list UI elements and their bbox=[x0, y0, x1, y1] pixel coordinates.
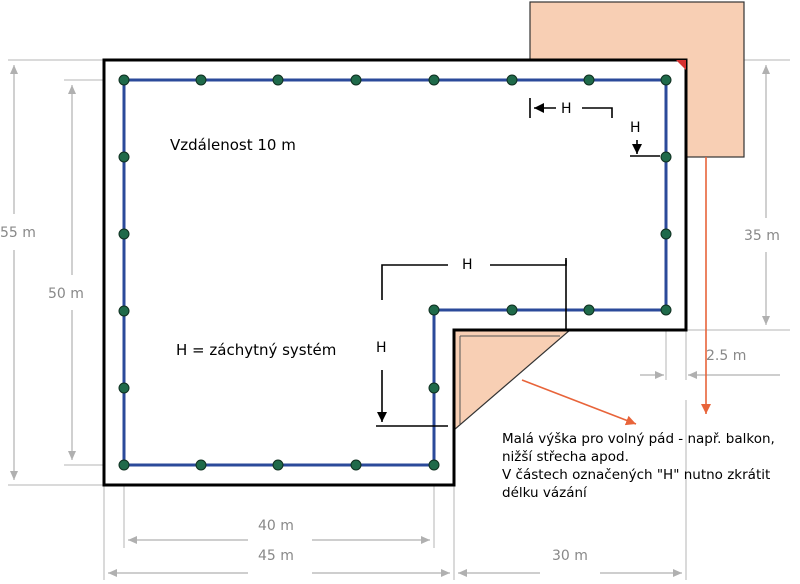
anchor-point bbox=[272, 459, 284, 471]
anchor-point bbox=[118, 74, 130, 86]
dim-inner-width: 40 m bbox=[258, 518, 294, 534]
note-line-3: V částech označených "H" nutno zkrátit bbox=[502, 467, 770, 483]
anchor-point bbox=[118, 305, 130, 317]
h-label-left: H bbox=[376, 340, 387, 356]
spacing-label: Vzdálenost 10 m bbox=[170, 136, 296, 154]
dim-offset: 2.5 m bbox=[706, 348, 746, 364]
anchor-point bbox=[428, 459, 440, 471]
anchor-point bbox=[272, 74, 284, 86]
low-roof-triangle bbox=[453, 329, 572, 432]
h-label-middle: H bbox=[462, 257, 473, 273]
h-label-top: H bbox=[561, 101, 572, 117]
h-markers bbox=[376, 98, 660, 427]
corner-marker bbox=[676, 60, 686, 70]
anchor-point bbox=[350, 459, 362, 471]
h-label-top-vertical: H bbox=[630, 120, 641, 136]
anchor-point bbox=[660, 74, 672, 86]
anchor-point bbox=[428, 304, 440, 316]
anchor-point bbox=[195, 459, 207, 471]
dim-right-height: 35 m bbox=[744, 228, 780, 244]
note-line-1: Malá výška pro volný pád - např. balkon, bbox=[502, 431, 775, 447]
dim-inner-height: 50 m bbox=[48, 286, 84, 302]
legend-label: H = záchytný systém bbox=[176, 341, 336, 359]
anchor-point bbox=[660, 151, 672, 163]
roof-outline bbox=[102, 58, 688, 487]
anchor-point bbox=[428, 382, 440, 394]
dim-right-width: 30 m bbox=[552, 548, 588, 564]
anchor-point bbox=[506, 74, 518, 86]
anchor-point bbox=[118, 151, 130, 163]
anchor-point bbox=[350, 74, 362, 86]
dim-outer-width: 45 m bbox=[258, 548, 294, 564]
dimension-arrows bbox=[10, 65, 780, 577]
anchor-point bbox=[660, 304, 672, 316]
dim-outer-height: 55 m bbox=[0, 225, 36, 241]
anchor-point bbox=[118, 459, 130, 471]
note-text: Malá výška pro volný pád - např. balkon,… bbox=[502, 431, 775, 501]
anchor-point bbox=[506, 304, 518, 316]
anchor-point bbox=[660, 228, 672, 240]
anchor-point bbox=[583, 304, 595, 316]
anchor-point bbox=[428, 74, 440, 86]
dimension-labels: 55 m 50 m 35 m 2.5 m 40 m 45 m 30 m bbox=[0, 225, 780, 564]
anchor-point bbox=[118, 382, 130, 394]
annotation-arrows bbox=[521, 157, 711, 426]
note-line-4: délku vázání bbox=[502, 485, 588, 501]
note-line-2: nižší střecha apod. bbox=[502, 449, 629, 465]
anchor-points bbox=[118, 74, 672, 471]
anchor-point bbox=[118, 228, 130, 240]
anchor-point bbox=[195, 74, 207, 86]
anchor-point bbox=[583, 74, 595, 86]
